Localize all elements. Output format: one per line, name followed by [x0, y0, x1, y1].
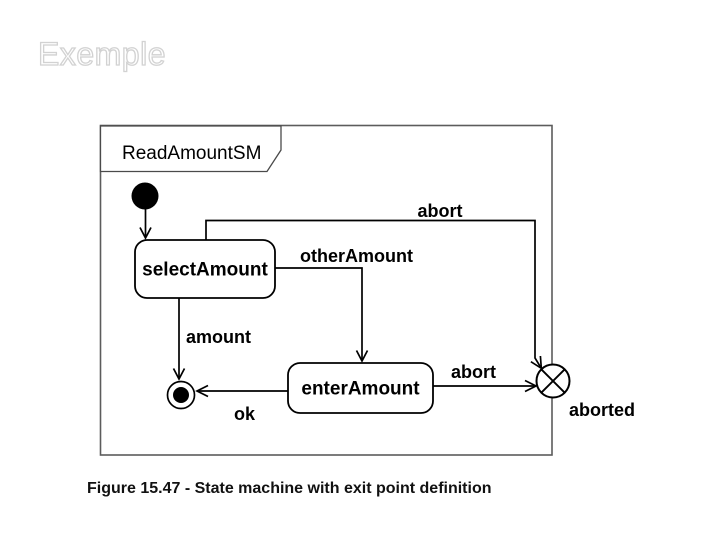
state-selectAmount — [134, 239, 276, 299]
exit-point-label: aborted — [569, 400, 635, 420]
arrowhead-initial — [139, 227, 152, 240]
transition-abort-top-label: abort — [418, 201, 463, 221]
state-enterAmount — [287, 362, 434, 414]
state-selectAmount-label: selectAmount — [142, 260, 268, 281]
exit-point — [535, 363, 571, 399]
state-enterAmount-label: enterAmount — [301, 379, 420, 400]
transition-otherAmount-line — [275, 267, 363, 361]
arrowhead-ok — [195, 384, 209, 398]
final-state — [166, 380, 196, 410]
arrowhead-amount — [172, 368, 186, 381]
slide-title: Exemple — [37, 35, 166, 72]
arrowhead-abort-top — [530, 355, 543, 370]
transition-otherAmount-label: otherAmount — [300, 246, 413, 266]
transition-ok-label: ok — [234, 404, 256, 424]
arrowhead-abort-bottom — [524, 379, 538, 393]
transition-amount-label: amount — [186, 327, 251, 347]
frame-name-tab — [99, 125, 282, 173]
figure-caption: Figure 15.47 - State machine with exit p… — [87, 480, 492, 497]
transition-abort-bottom-label: abort — [451, 362, 496, 382]
arrowhead-otherAmount — [355, 350, 369, 363]
initial-state — [131, 182, 159, 210]
diagram-frame — [99, 124, 553, 456]
transition-abort-top-line — [205, 219, 543, 369]
frame-name-label: ReadAmountSM — [122, 143, 261, 164]
